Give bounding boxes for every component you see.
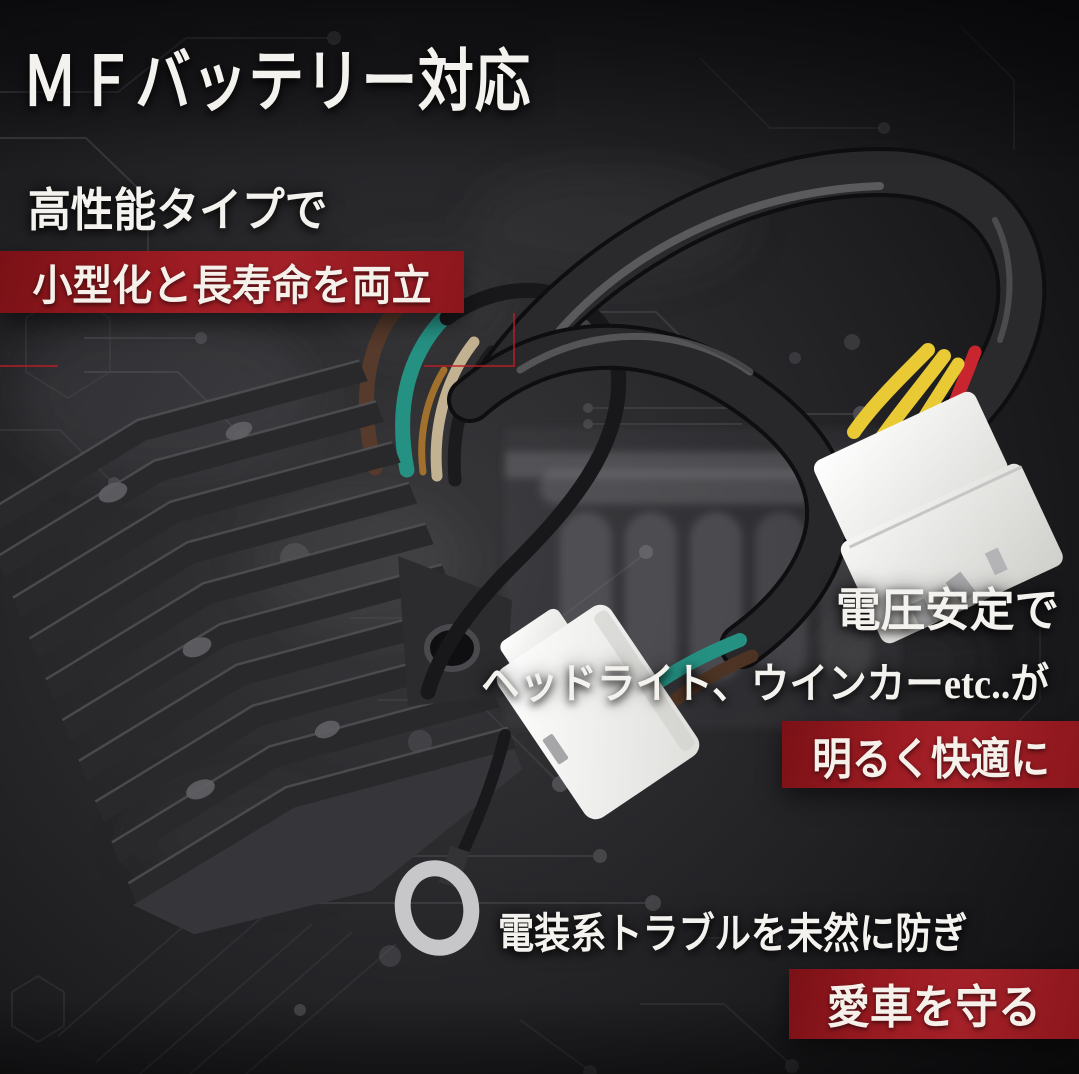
feature2-lead-text: 電圧安定で — [836, 585, 1060, 636]
feature2-banner-text: 明るく快適に — [811, 734, 1050, 784]
feature1-lead-text: 高性能タイプで — [28, 185, 328, 236]
feature3-detail-text: 電装系トラブルを未然に防ぎ — [498, 912, 968, 958]
ground-ring-terminal — [394, 729, 511, 956]
red-scanline-decoration — [0, 313, 515, 367]
headline-title: ＭＦバッテリー対応 — [22, 44, 532, 120]
connector-4pin-white — [813, 391, 1063, 644]
connector-4pin-terminal — [945, 571, 977, 604]
heatsink-regulator — [0, 359, 523, 935]
feature2-banner: 明るく快適に — [782, 721, 1079, 788]
feature2-detail-text: ヘッドライト、ウインカーetc..が — [481, 662, 1050, 708]
connector-2pin-terminal — [542, 734, 569, 765]
feature1-banner: 小型化と長寿命を両立 — [0, 251, 464, 313]
connector-4pin-terminal — [984, 547, 1008, 576]
heatsink-rivets — [98, 421, 340, 800]
connector-2pin-white — [496, 604, 700, 820]
feature1-banner-text: 小型化と長寿命を両立 — [32, 263, 432, 310]
connector-4pin-terminal — [909, 598, 936, 629]
sleeved-cable-lower — [447, 323, 852, 669]
feature3-banner-text: 愛車を守る — [827, 982, 1041, 1033]
feature3-banner: 愛車を守る — [789, 969, 1079, 1039]
sleeved-cable-upper — [480, 146, 1047, 453]
top-shade — [0, 0, 1079, 170]
